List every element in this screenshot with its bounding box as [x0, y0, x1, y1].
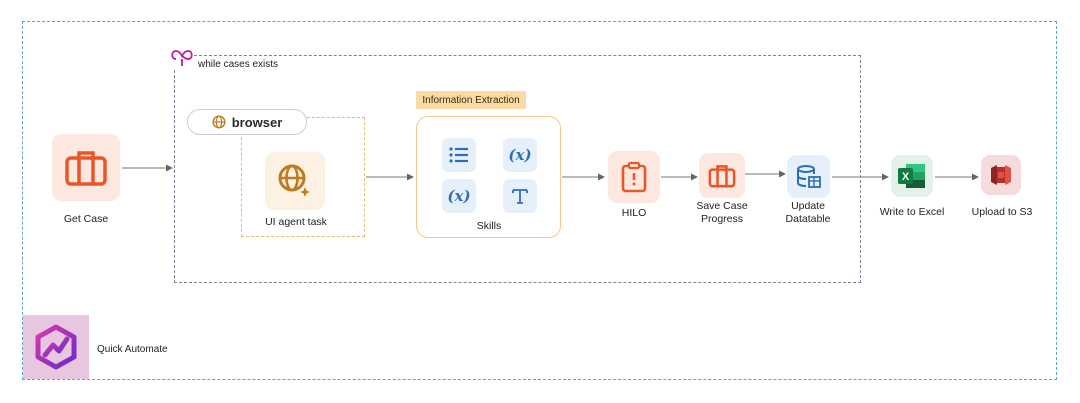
skills-container[interactable]: [416, 116, 561, 238]
variable-skill-icon-2: (x): [442, 179, 476, 213]
agent-globe-sparkle-icon: [278, 164, 315, 201]
save-case-label-1: Save Case: [696, 200, 748, 212]
briefcase-icon: [65, 150, 107, 186]
upload-to-s3-node[interactable]: [981, 155, 1021, 195]
browser-pill[interactable]: browser: [187, 109, 307, 135]
save-case-label-2: Progress: [700, 213, 743, 225]
database-table-icon: [796, 164, 821, 188]
hilo-label: HILO: [621, 207, 647, 219]
update-label-1: Update: [791, 200, 825, 212]
hilo-node[interactable]: [608, 151, 660, 203]
quick-automate-hexagon-icon: [35, 324, 77, 370]
loop-icon: [170, 47, 194, 69]
svg-text:(x): (x): [508, 146, 531, 164]
globe-icon: [212, 115, 226, 129]
get-case-node[interactable]: [52, 134, 120, 201]
clipboard-icon: [621, 161, 647, 193]
ui-agent-label: UI agent task: [265, 216, 327, 228]
browser-label: browser: [231, 114, 283, 130]
svg-text:X: X: [902, 171, 910, 183]
outer-container: [22, 21, 1057, 380]
text-skill-icon: [503, 179, 537, 213]
loop-label: while cases exists: [198, 59, 279, 70]
excel-icon: X: [898, 164, 925, 188]
s3-bucket-icon: [991, 165, 1011, 185]
svg-text:(x): (x): [447, 187, 470, 205]
update-datatable-node[interactable]: [787, 155, 830, 198]
list-skill-icon: [442, 138, 476, 172]
skills-label: Skills: [476, 220, 502, 232]
information-extraction-label: Information Extraction: [416, 91, 526, 109]
s3-label: Upload to S3: [971, 206, 1033, 218]
quick-automate-label: Quick Automate: [97, 344, 168, 355]
write-to-excel-node[interactable]: X: [891, 155, 933, 197]
update-label-2: Datatable: [785, 213, 831, 225]
quick-automate-logo: [23, 315, 89, 379]
ui-agent-node[interactable]: [265, 152, 325, 210]
save-case-progress-node[interactable]: [699, 153, 745, 198]
get-case-label: Get Case: [63, 213, 109, 225]
briefcase-icon: [708, 164, 736, 187]
variable-skill-icon: (x): [503, 138, 537, 172]
loop-container: [174, 55, 861, 283]
excel-label: Write to Excel: [879, 206, 945, 218]
